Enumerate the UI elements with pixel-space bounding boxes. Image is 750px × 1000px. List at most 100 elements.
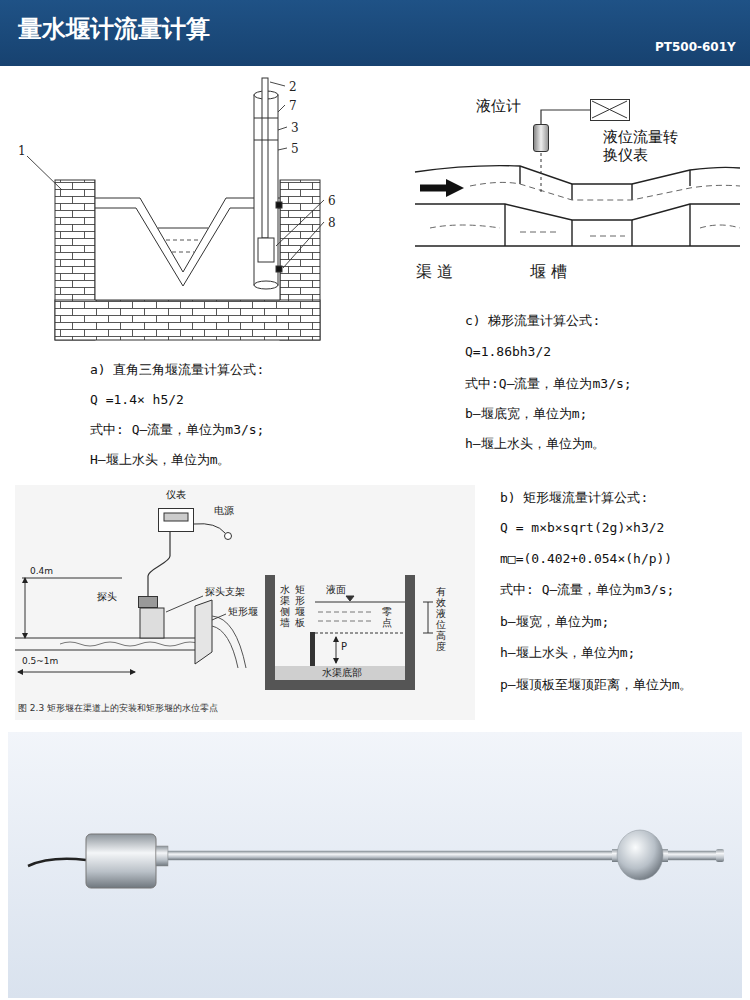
- formula-text: h—堰上水头，单位为m;: [500, 645, 635, 661]
- formula-text: H—堰上水头，单位为m。: [90, 452, 230, 468]
- triangular-weir-figure: [254, 118, 278, 140]
- figure-label: 水渠底部: [322, 667, 362, 679]
- rectangular-weir-figure: [18, 672, 135, 673]
- formula-text: 式中: Q—流量，单位为m3/s;: [90, 422, 264, 438]
- rectangular-weir-figure: [315, 602, 405, 603]
- rectangular-weir-figure: [195, 600, 212, 664]
- formula-text: m□=(0.402+0.054×(h/p)): [500, 551, 672, 567]
- rectangular-weir-figure: [212, 616, 246, 668]
- callout-number: 8: [328, 216, 336, 230]
- rectangular-weir-figure: [25, 578, 26, 638]
- weir-channel-figure: [415, 204, 740, 220]
- rectangular-weir-figure: [166, 596, 226, 620]
- node-label: 探头: [97, 591, 117, 603]
- rectangular-weir-figure: [225, 533, 232, 540]
- product-photo: [8, 732, 742, 998]
- figure-label: 探头支架: [205, 586, 245, 598]
- weir-channel-figure: [415, 153, 740, 246]
- rectangular-weir-figure: [265, 680, 415, 690]
- formula-text: b—堰宽，单位为m;: [500, 614, 609, 630]
- product-photo: [28, 859, 86, 866]
- vertical-label: 水渠侧墙: [280, 584, 290, 628]
- model-code: PT500-601Y: [655, 40, 736, 54]
- triangular-weir-figure: [95, 180, 280, 300]
- triangular-weir-figure: [27, 78, 324, 340]
- weir-channel-figure: [446, 179, 464, 197]
- formula-text: h—堰上水头，单位为m。: [465, 436, 605, 452]
- rectangular-weir-figure: [194, 524, 225, 533]
- formula-text: Q =1.4× h5/2: [90, 392, 184, 408]
- meter-display: [159, 509, 193, 531]
- formula-text: c) 梯形流量计算公式:: [465, 313, 600, 329]
- vertical-label: 矩形堰板: [295, 584, 305, 628]
- figure-label: 电源: [214, 505, 234, 517]
- formula-text: Q=1.86bh3/2: [465, 344, 551, 360]
- callout-number: 3: [291, 121, 299, 135]
- rectangular-weir-figure: [22, 578, 122, 579]
- formula-text: 式中: Q—流量，单位为m3/s;: [500, 582, 674, 598]
- converter-box: 液位流量转换仪表: [590, 99, 630, 121]
- triangular-weir-figure: [254, 281, 278, 289]
- triangular-weir-figure: [95, 180, 280, 300]
- formula-text: p—堰顶板至堰顶距离，单位为m。: [500, 677, 692, 693]
- rectangular-weir-figure: [60, 642, 200, 646]
- vertical-label: 有效液位高度: [436, 586, 446, 652]
- cross-symbol: [592, 101, 627, 118]
- connector-wire: [148, 532, 170, 596]
- formula-text: 式中:Q—流量，单位为m3/s;: [465, 376, 632, 392]
- cross-symbol: [591, 100, 628, 119]
- weir-channel-figure: [541, 153, 542, 195]
- rectangular-weir-figure: [15, 485, 475, 720]
- callout-number: 6: [328, 194, 336, 208]
- weir-channel-figure: [430, 225, 740, 236]
- figure-caption: 图 2.3 矩形堰在渠道上的安装和矩形堰的水位零点: [18, 703, 218, 714]
- node-label: 液位流量转换仪表: [603, 128, 683, 164]
- callout-number: 7: [289, 99, 297, 113]
- weir-channel-figure: [470, 182, 740, 200]
- rectangular-weir-figure: [275, 666, 405, 680]
- formula-text: Q = m×b×sqrt(2g)×h3/2: [500, 520, 664, 536]
- triangular-weir-figure: [158, 228, 208, 229]
- dimension-label: 0.5~1m: [22, 656, 58, 667]
- meter-display: [164, 513, 188, 521]
- triangular-weir-figure: [95, 208, 280, 286]
- callout-number: 5: [291, 142, 299, 156]
- figure-label: 渠 道: [416, 262, 453, 281]
- triangular-weir-figure: [166, 240, 200, 252]
- connector-wire: [541, 110, 590, 124]
- formula-text: a) 直角三角堰流量计算公式:: [90, 362, 264, 378]
- triangular-weir-figure: [262, 78, 268, 238]
- figure-label: 液面: [326, 584, 346, 596]
- rectangular-weir-figure: [405, 575, 415, 690]
- rectangular-weir-figure: [310, 632, 315, 666]
- weir-channel-figure: [415, 204, 740, 246]
- product-photo: [86, 834, 156, 888]
- callout-number: 2: [289, 80, 297, 94]
- rectangular-weir-figure: [423, 602, 433, 633]
- triangular-weir-figure: [55, 300, 320, 340]
- callout-number: 1: [18, 144, 26, 158]
- product-photo: [716, 849, 724, 862]
- triangular-weir-figure: [276, 202, 282, 208]
- triangular-weir-figure: [258, 238, 274, 262]
- header-bar: [0, 0, 750, 66]
- rectangular-weir-figure: [346, 596, 354, 601]
- formula-text: b) 矩形堰流量计算公式:: [500, 490, 648, 506]
- dimension-label: 0.4m: [30, 566, 53, 577]
- figure-label: 矩形堰: [228, 606, 258, 618]
- product-photo: [617, 830, 663, 880]
- vertical-label: 零点: [382, 606, 392, 628]
- triangular-weir-figure: [95, 198, 280, 272]
- figure-label: 堰 槽: [530, 262, 567, 281]
- header-bar: [0, 0, 750, 66]
- meter-box: 仪表: [158, 508, 194, 532]
- figure-label: P: [341, 641, 347, 653]
- weir-channel-figure: [415, 166, 740, 184]
- formula-text: b—堰底宽，单位为m;: [465, 406, 587, 422]
- probe: 探头: [138, 596, 158, 608]
- node-label: 液位计: [476, 97, 521, 115]
- rectangular-weir-figure: [318, 612, 372, 621]
- node-label: 仪表: [166, 489, 186, 501]
- rectangular-weir-figure: [336, 637, 337, 663]
